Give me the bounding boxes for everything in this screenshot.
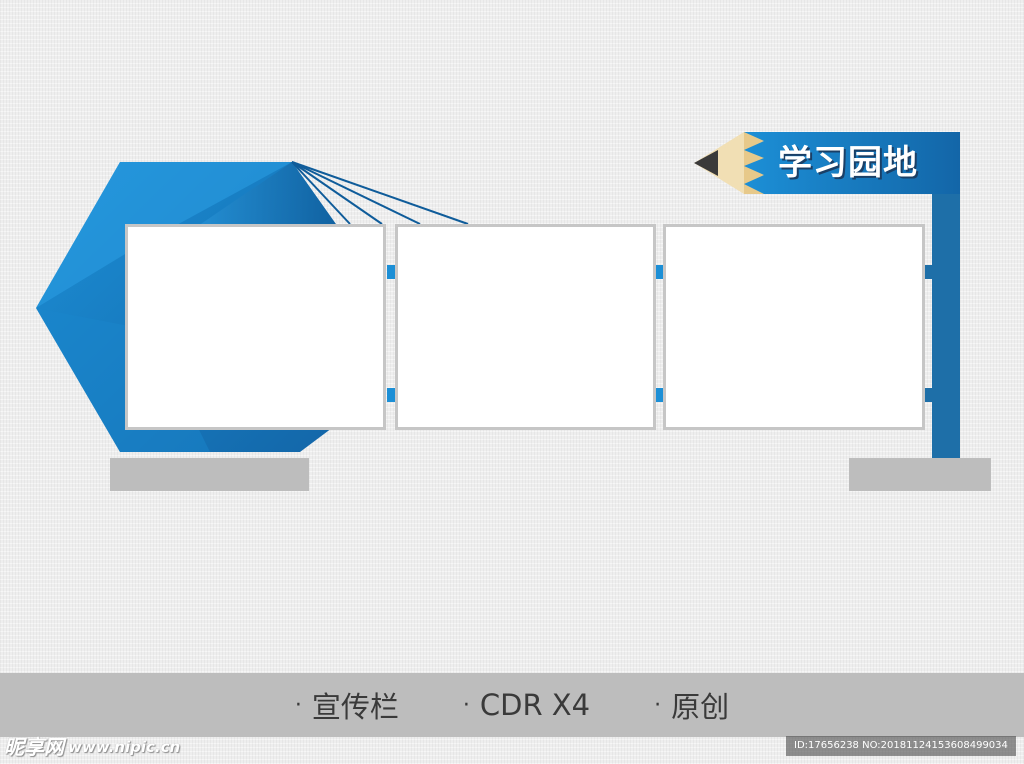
decorative-lines [291,161,469,225]
bullet-dot: · [462,692,470,718]
watermark-logo: 昵享网 www.nipic.cn [4,734,180,760]
watermark-id: ID:17656238 NO:20181124153608499034 [786,736,1016,756]
display-board-right [663,224,925,430]
info-item-label: 宣传栏 [311,690,399,724]
display-board-left [125,224,386,430]
info-item-format: · CDR X4 [463,688,590,722]
info-item-origin: · 原创 [654,684,729,726]
display-board-center [395,224,656,430]
watermark-url: www.nipic.cn [68,738,181,756]
ground-bases [110,458,991,491]
watermark-brand: 昵享网 [4,735,64,759]
info-bar: · 宣传栏 · CDR X4 · 原创 [0,673,1024,737]
bullet-dot: · [654,692,662,718]
sign-title: 学习园地 [778,143,918,183]
info-item-type: · 宣传栏 [295,684,399,726]
info-item-label: CDR X4 [479,688,591,722]
bullet-dot: · [294,692,302,718]
pencil-banner [694,132,960,194]
board-connectors [387,265,933,402]
info-item-label: 原创 [671,690,730,724]
